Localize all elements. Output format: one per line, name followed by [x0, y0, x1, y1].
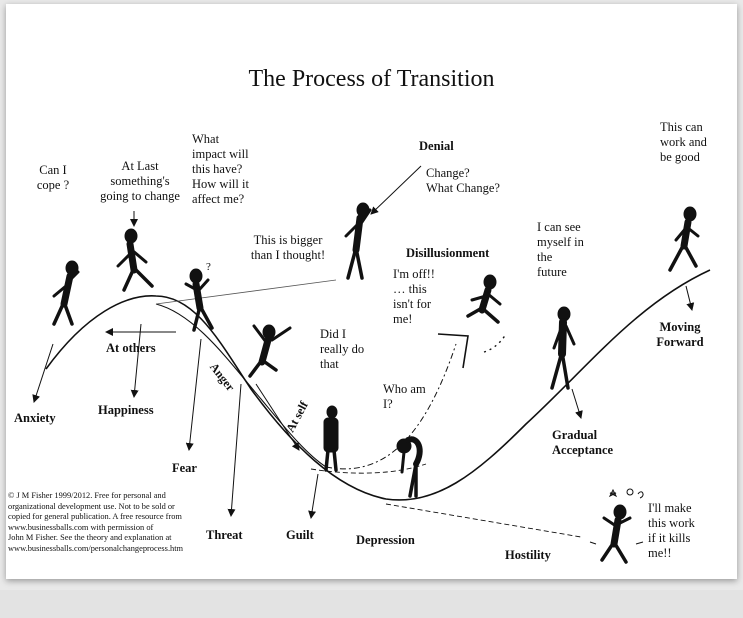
figure-fear — [184, 268, 214, 332]
stage-guilt: Guilt — [286, 528, 314, 542]
figure-hostility — [600, 504, 632, 564]
figure-moving-forward — [668, 206, 700, 272]
bottom-bar — [0, 590, 743, 618]
stage-disillusionment: Disillusionment — [406, 246, 490, 260]
disillusionment-ledge — [437, 333, 469, 369]
stage-threat: Threat — [206, 528, 243, 542]
figure-threat — [248, 324, 292, 378]
stage-hostility: Hostility — [505, 548, 551, 562]
stage-anxiety: Anxiety — [14, 411, 56, 425]
copyright-notice: © J M Fisher 1999/2012. Free for persona… — [8, 491, 184, 553]
stage-fear: Fear — [172, 461, 197, 475]
figure-denial — [344, 202, 372, 280]
figure-anxiety — [52, 260, 80, 326]
denial-line — [155, 279, 337, 305]
stage-depression: Depression — [356, 533, 415, 547]
anger-band — [155, 303, 327, 468]
figure-depression — [396, 436, 423, 498]
figure-happiness — [116, 228, 154, 292]
page-title: The Process of Transition — [248, 66, 495, 92]
stage-at-others: At others — [106, 341, 156, 355]
quote-change: Change?What Change? — [426, 166, 500, 195]
transition-curve-diagram: ? — [32, 165, 711, 564]
jump-dots — [483, 333, 507, 353]
denial-dashed — [325, 343, 457, 470]
hostility-dashed — [385, 503, 582, 538]
figure-disillusionment — [466, 274, 502, 324]
hostility-symbols — [589, 488, 644, 545]
figure-gradual-acceptance — [550, 306, 576, 390]
stage-happiness: Happiness — [98, 403, 154, 417]
svg-text:?: ? — [206, 261, 211, 273]
stage-denial: Denial — [419, 139, 454, 153]
figure-guilt — [323, 405, 339, 472]
main-curve — [45, 269, 711, 501]
